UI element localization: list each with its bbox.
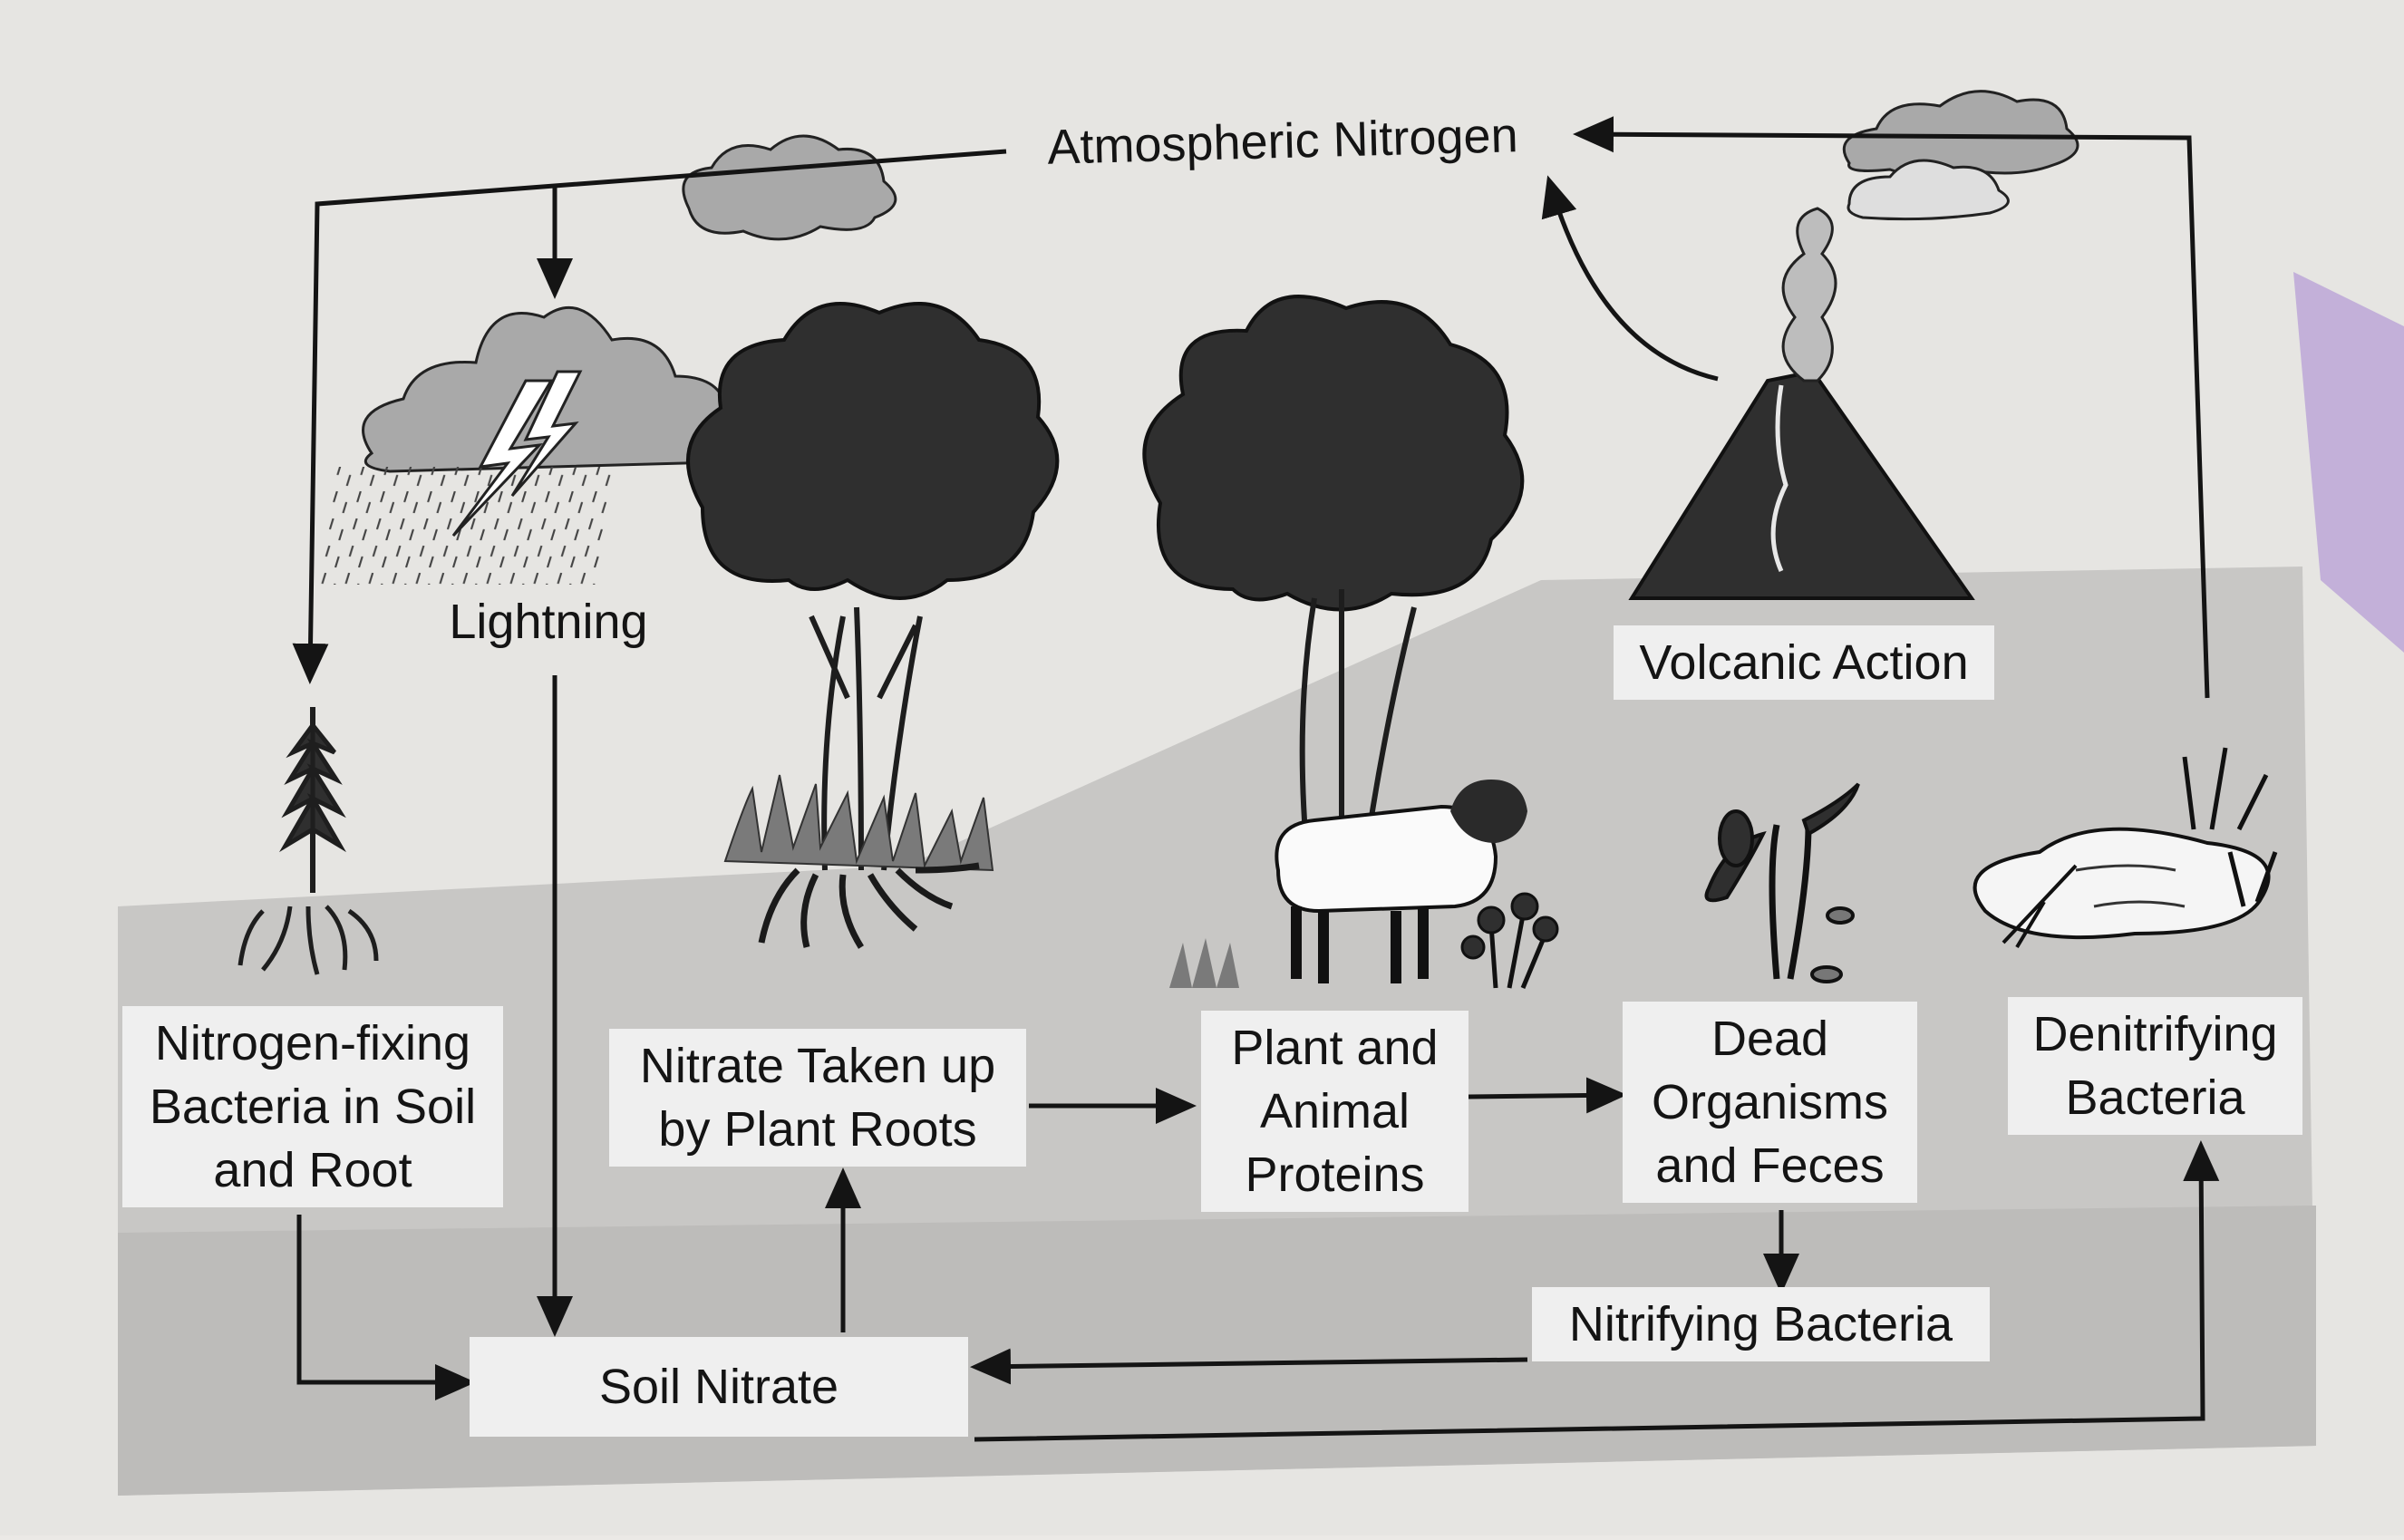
label-denitrifying-bacteria: Denitrifying Bacteria: [2008, 997, 2302, 1135]
label-nitrate-taken-up: Nitrate Taken up by Plant Roots: [609, 1029, 1026, 1167]
arrow-volcano-to-atmosphere: [1541, 175, 1719, 382]
arrow-proteins-to-dead: [1468, 1077, 1627, 1114]
label-soil-nitrate: Soil Nitrate: [470, 1337, 968, 1437]
tree-icon: [1142, 295, 1525, 835]
pond-icon: [1973, 747, 2278, 949]
tree-icon: [686, 302, 1060, 949]
lightning-bolt-icon: [451, 370, 583, 538]
arrow-nitrifying-to-soil-nitrate: [970, 1348, 1528, 1385]
label-lightning: Lightning: [449, 595, 648, 649]
arrow-nitrogen-fixing-to-soil-nitrate: [296, 1215, 476, 1400]
purple-edge: [2293, 272, 2404, 653]
label-volcanic-action: Volcanic Action: [1614, 625, 1994, 700]
cycle-arrows: [292, 116, 2220, 1442]
cloud-icon: [1842, 90, 2079, 221]
volcano-icon: [1628, 207, 1975, 600]
arrow-denitrifying-to-atmosphere: [1573, 116, 2210, 699]
label-plant-animal-proteins: Plant and Animal Proteins: [1201, 1011, 1469, 1212]
label-atmospheric-nitrogen: Atmospheric Nitrogen: [1046, 108, 1519, 175]
label-dead-organisms: Dead Organisms and Feces: [1623, 1002, 1917, 1203]
weed-plant-icon: [1460, 892, 1559, 989]
label-nitrifying-bacteria: Nitrifying Bacteria: [1532, 1287, 1990, 1361]
arrow-soil-nitrate-to-denitrifying: [974, 1140, 2220, 1442]
wilted-plant-icon: [1704, 782, 1860, 983]
weed-plant-icon: [237, 707, 379, 975]
arrow-atmosphere-to-nitrogen-fixing: [292, 149, 1007, 684]
sheep-icon: [1169, 780, 1527, 988]
label-nitrogen-fixing-bacteria: Nitrogen-fixing Bacteria in Soil and Roo…: [122, 1006, 503, 1207]
